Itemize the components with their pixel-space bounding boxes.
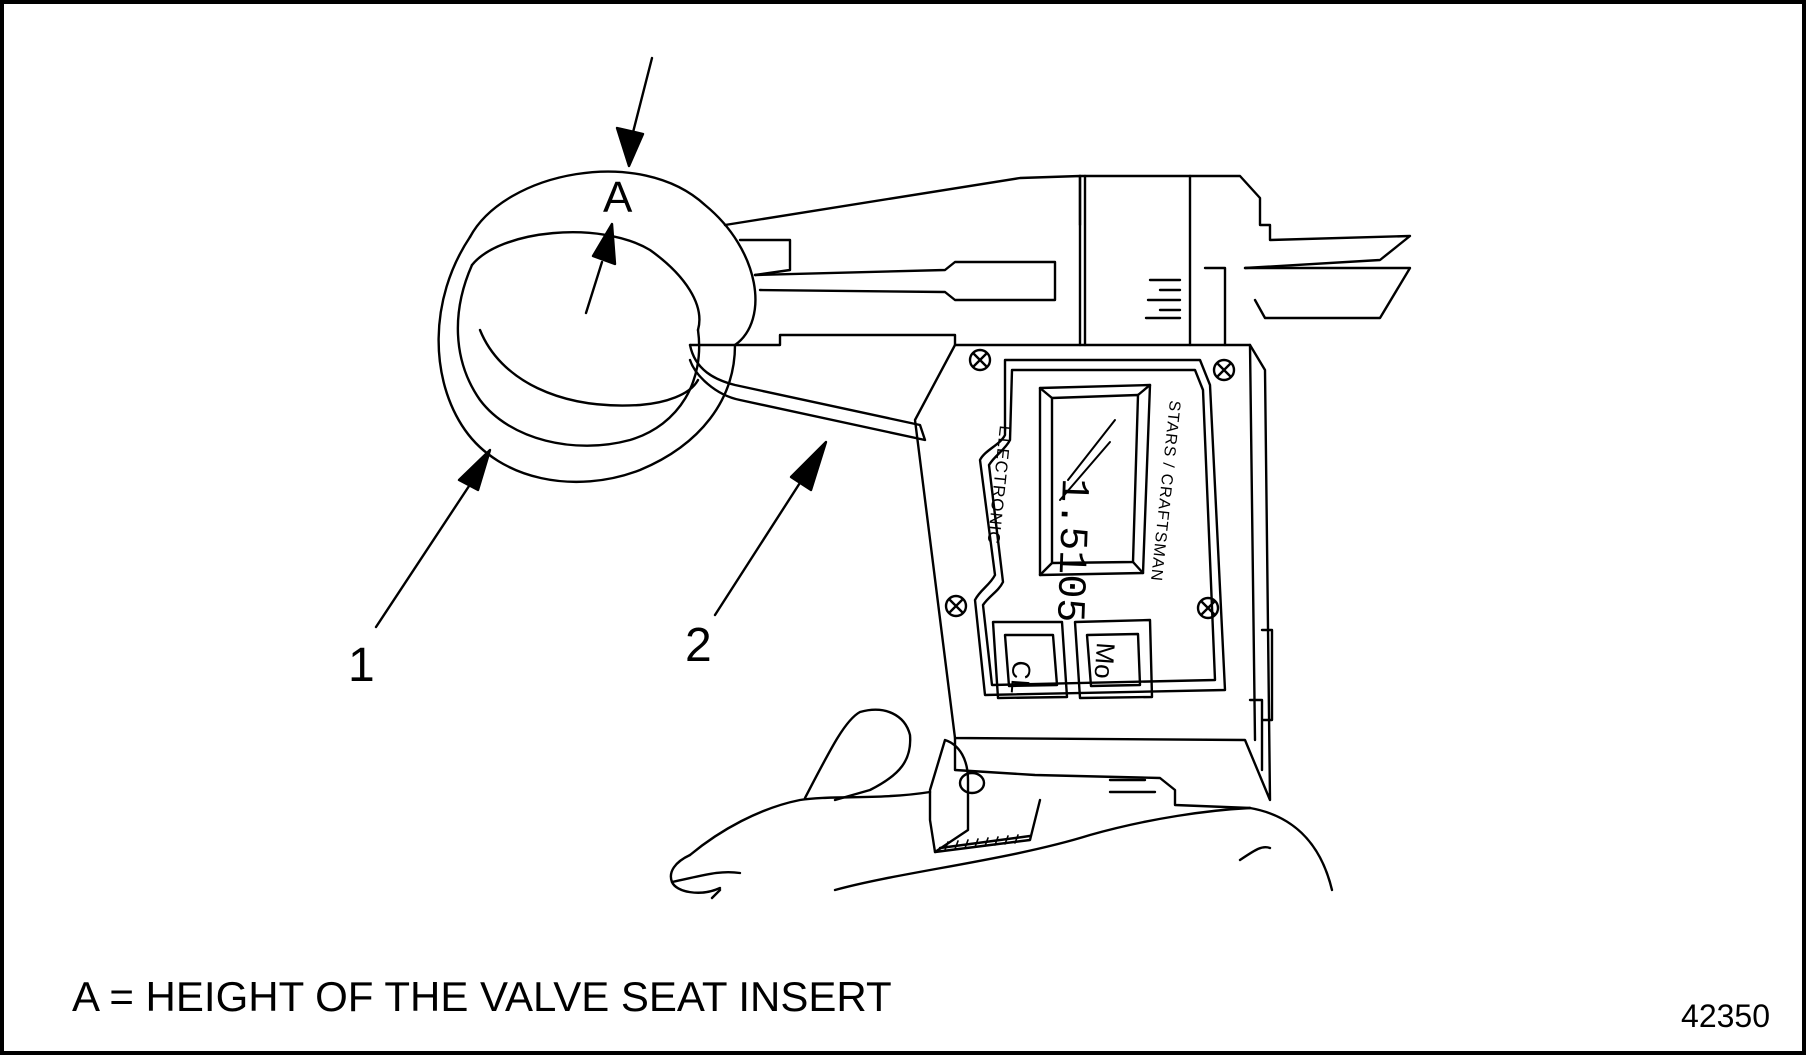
caliper-brand-right: STARS / CRAFTSMAN (1147, 400, 1183, 583)
arrowhead-icon (789, 440, 828, 492)
mode-button-label: Mo (1088, 642, 1120, 680)
caliper-beam (1078, 174, 1412, 270)
screw-icon (1212, 358, 1236, 382)
caliper-lower-beam (953, 736, 1252, 810)
hand-finger-bottom (833, 806, 1252, 892)
display-bezel-outer (973, 358, 1227, 697)
insert-front-inner (456, 263, 701, 447)
arrowhead-icon (457, 448, 492, 492)
caliper-lower-jaw (688, 333, 957, 347)
leader-line-1 (374, 448, 492, 629)
mode-button (1073, 618, 1154, 700)
callout-2: 2 (685, 619, 712, 672)
caliper-right-jaws (1243, 266, 1412, 320)
caliper-upper-jaw (723, 174, 1082, 227)
valve-seat-insert (437, 170, 757, 484)
screw-icon (1196, 596, 1220, 620)
clear-button-label: CL (1005, 660, 1037, 695)
dimension-a-arrows (584, 56, 654, 315)
dimension-a-label: A (603, 173, 633, 222)
hand-palm-top (688, 790, 932, 857)
caliper-reading: 1.5105 (1045, 478, 1095, 624)
display-bezel-inner (981, 368, 1217, 687)
insert-bore-edge (478, 328, 700, 407)
dimension-leader-bottom (584, 260, 604, 315)
insert-top-outer (468, 170, 757, 347)
leader-line-2 (713, 440, 828, 617)
arrowhead-up-icon (591, 222, 617, 266)
figure-number: 42350 (1681, 998, 1770, 1034)
thumb-wheel (928, 738, 970, 854)
caliper-display-body (913, 343, 1272, 802)
callout-1: 1 (348, 639, 375, 692)
figure-caption: A = HEIGHT OF THE VALVE SEAT INSERT (72, 973, 892, 1020)
insert-top-inner (470, 231, 701, 332)
side-knob (1248, 628, 1274, 772)
hand-thumb (803, 708, 912, 802)
insert-front-outer (437, 235, 737, 484)
clear-button (991, 620, 1069, 700)
arrowhead-down-icon (615, 126, 645, 168)
caliper-brand-left: ELECTRONIC (984, 425, 1015, 546)
caliper-scale-ticks (1144, 278, 1182, 320)
hand (669, 708, 1334, 900)
screw-icon (968, 348, 992, 372)
digital-caliper (688, 174, 1412, 854)
screw-icon (944, 594, 968, 618)
